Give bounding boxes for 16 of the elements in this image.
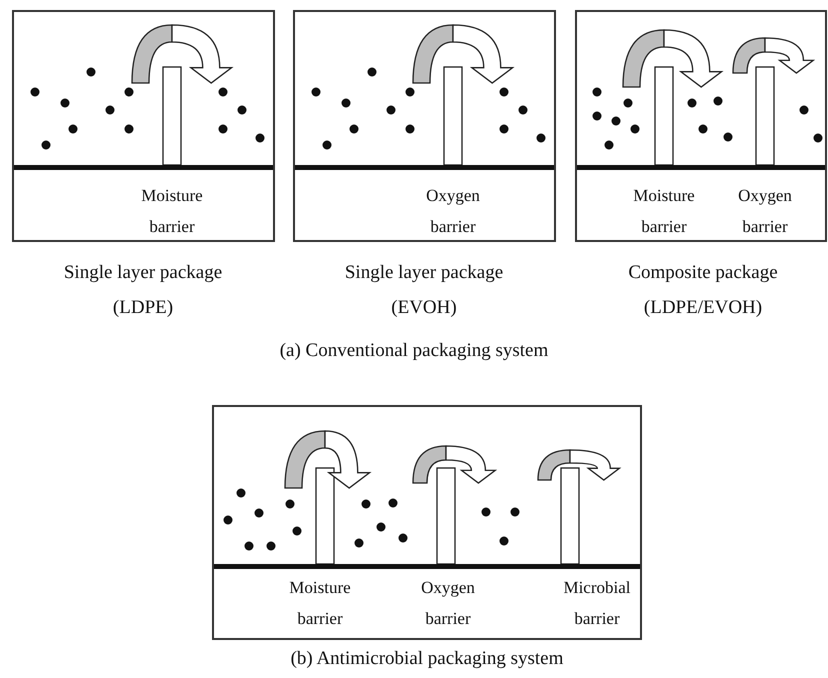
package-panel bbox=[212, 405, 642, 640]
barrier-label: Moisture barrier bbox=[288, 577, 352, 630]
package-caption: Composite package (LDPE/EVOH) bbox=[627, 261, 779, 320]
barrier-label: Moisture barrier bbox=[632, 185, 696, 238]
package-panel bbox=[293, 10, 556, 242]
barrier-label: Oxygen barrier bbox=[425, 185, 481, 238]
barrier-label: Moisture barrier bbox=[140, 185, 204, 238]
figure-caption: (a) Conventional packaging system bbox=[278, 340, 550, 362]
package-caption: Single layer package (LDPE) bbox=[62, 261, 224, 320]
barrier-label: Oxygen barrier bbox=[737, 185, 793, 238]
barrier-label: Oxygen barrier bbox=[420, 577, 476, 630]
package-panel bbox=[575, 10, 827, 242]
package-panel bbox=[12, 10, 275, 242]
barrier-label: Microbial barrier bbox=[562, 577, 632, 630]
package-caption: Single layer package (EVOH) bbox=[344, 261, 504, 320]
figure-caption: (b) Antimicrobial packaging system bbox=[290, 648, 564, 670]
